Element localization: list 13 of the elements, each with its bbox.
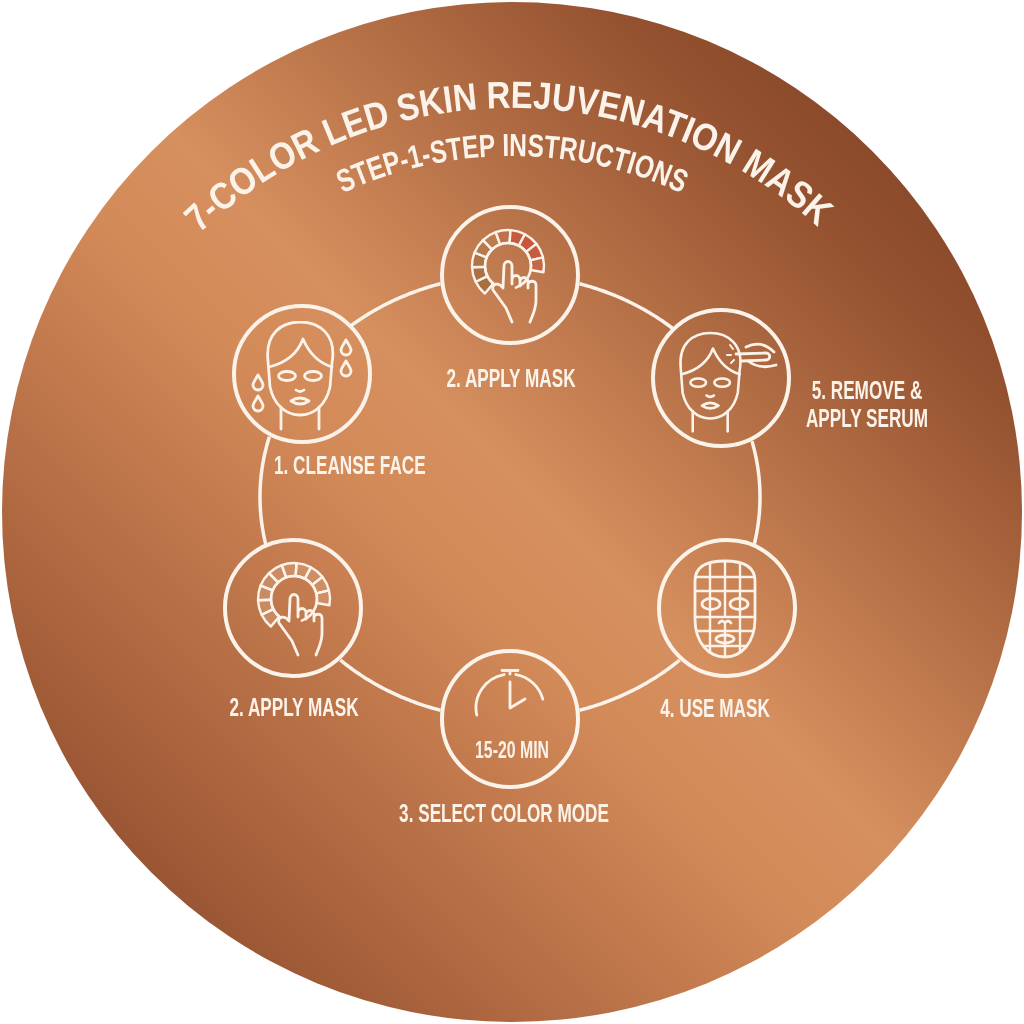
- connector-line: [258, 436, 272, 545]
- step-label: 1. CLEANSE FACE: [274, 451, 426, 480]
- step-label: 5. REMOVE & APPLY SERUM: [804, 375, 929, 432]
- step-label: 3. SELECT COLOR MODE: [398, 798, 609, 827]
- connector-line: [350, 282, 441, 327]
- duration-text: 15-20 MIN: [474, 735, 549, 764]
- step-label: 4. USE MASK: [659, 693, 770, 722]
- connector-line: [750, 440, 762, 545]
- connector-line: [339, 658, 441, 712]
- step-label: 2. APPLY MASK: [445, 363, 576, 392]
- step-label: 2. APPLY MASK: [229, 692, 359, 721]
- connector-line: [579, 282, 674, 330]
- connector-line: [579, 658, 681, 712]
